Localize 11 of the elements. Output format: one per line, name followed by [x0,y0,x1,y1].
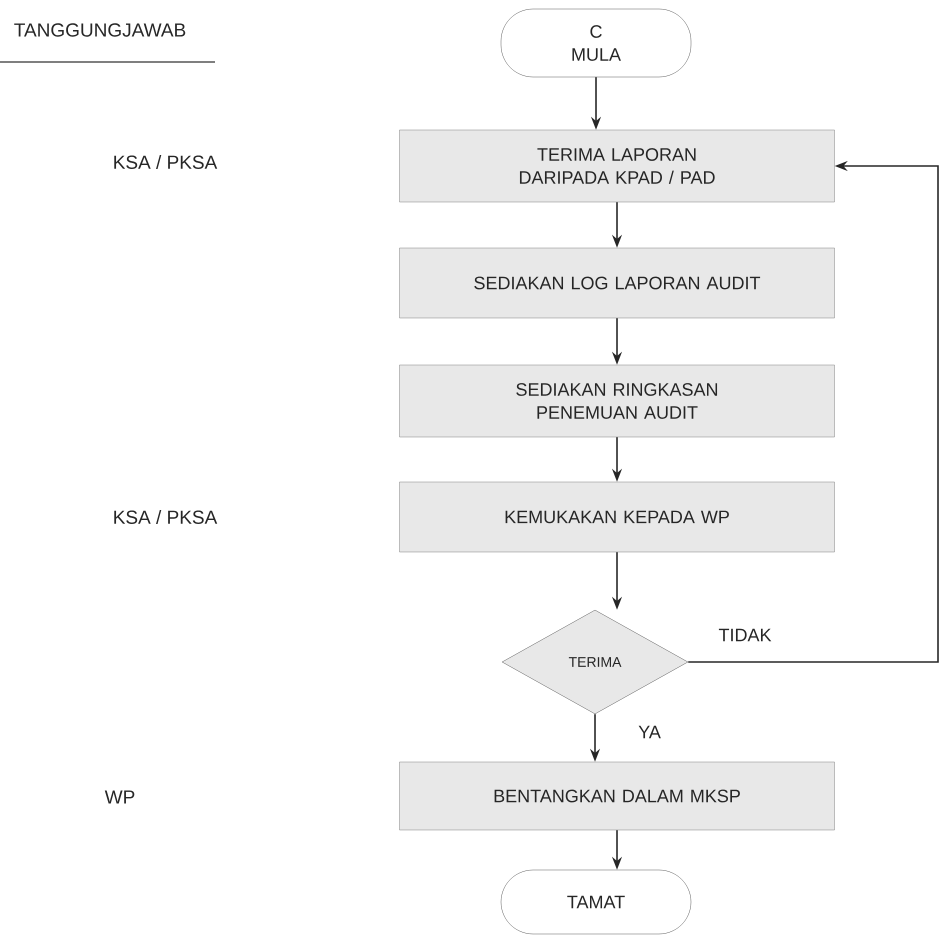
responsibility-label: KSA / PKSA [114,155,218,169]
process-box: KEMUKAKAN KEPADA WP [399,482,835,552]
responsibility-label: KSA / PKSA [114,510,218,524]
edge-label: YA [636,724,663,740]
process-box: SEDIAKAN LOG LAPORAN AUDIT [399,248,835,318]
responsibility-label: WP [104,790,134,804]
process-box: SEDIAKAN RINGKASAN PENEMUAN AUDIT [399,364,835,438]
edge-label: TIDAK [716,626,774,644]
responsibility-label: TANGGUNGJAWAB [14,23,186,37]
process-box: TERIMA LAPORAN DARIPADA KPAD / PAD [399,130,835,202]
process-box: BENTANGKAN DALAM MKSP [399,762,835,830]
